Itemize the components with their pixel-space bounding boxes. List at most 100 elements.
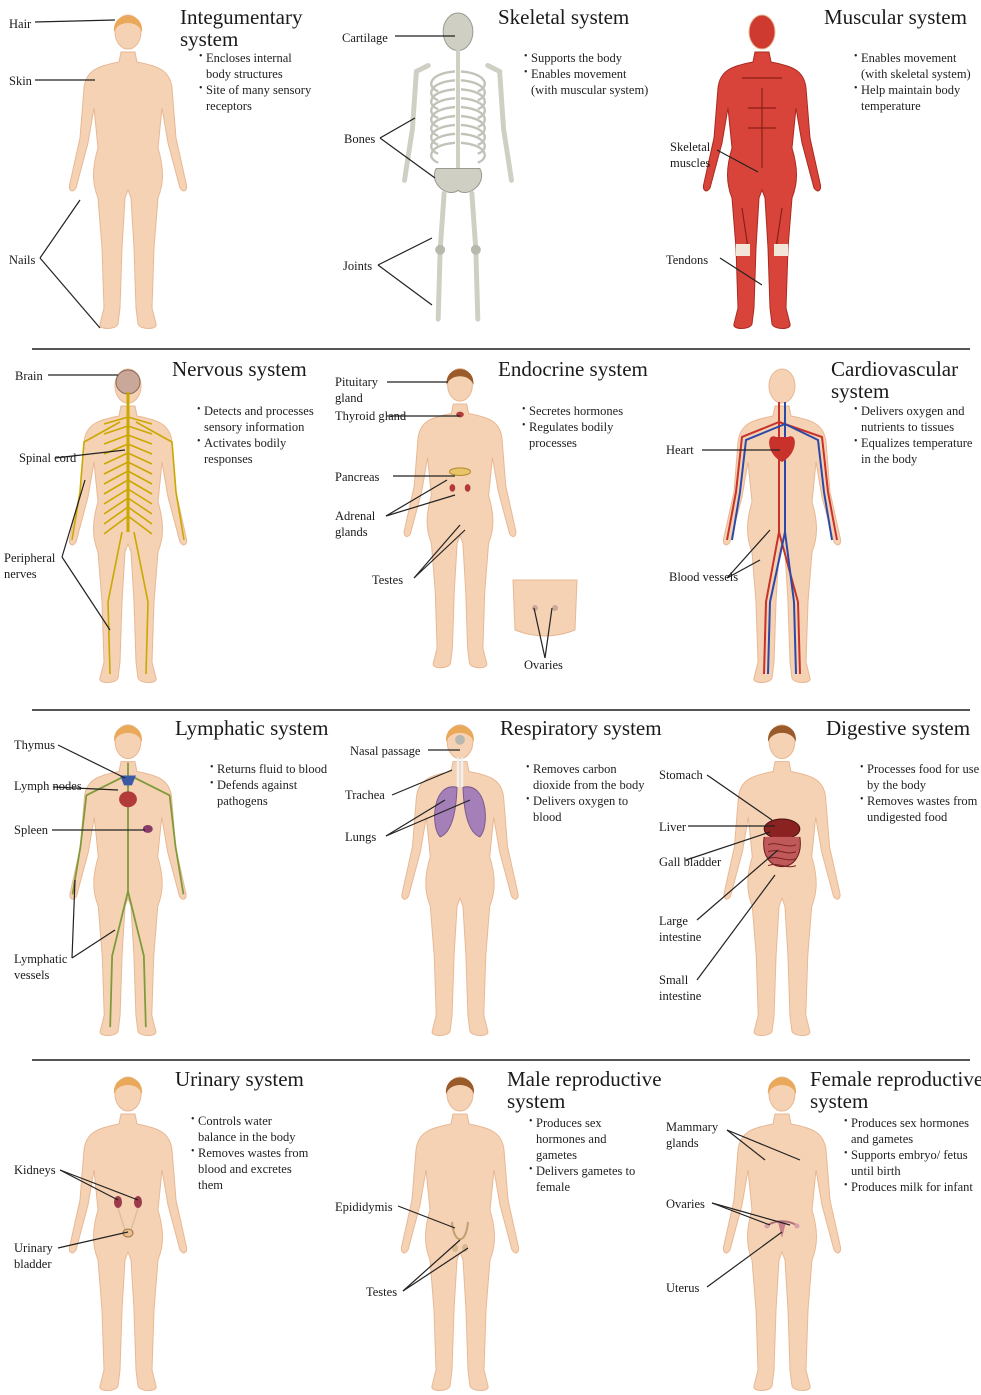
bullet-item: Removes wastes from blood and excretes t… [191, 1145, 311, 1193]
structure-label: Thymus [14, 737, 55, 753]
structure-label: Brain [15, 368, 43, 384]
bullet-item: Delivers oxygen to blood [526, 793, 646, 825]
structure-label: Urinary bladder [14, 1240, 86, 1272]
structure-label: Pancreas [335, 469, 379, 485]
structure-label: Spinal cord [19, 450, 91, 466]
panel-title: system [810, 1090, 868, 1112]
bullet-item: Delivers oxygen and nutrients to tissues [854, 403, 974, 435]
panel-bullets: Detects and processes sensory informatio… [197, 403, 317, 467]
panel-title: Endocrine system [498, 358, 648, 380]
panel-bullets: Encloses internal body structuresSite of… [199, 50, 319, 114]
structure-label: Trachea [345, 787, 385, 803]
panel-bullets: Controls water balance in the bodyRemove… [191, 1113, 311, 1193]
panel-bullets: Removes carbon dioxide from the bodyDeli… [526, 761, 646, 825]
structure-label: Ovaries [666, 1196, 705, 1212]
panel-title: Female reproductive [810, 1068, 981, 1090]
structure-label: Lymphatic vessels [14, 951, 86, 983]
bullet-item: Defends against pathogens [210, 777, 330, 809]
structure-label: Gall bladder [659, 854, 731, 870]
structure-label: Lungs [345, 829, 376, 845]
bullet-item: Produces sex hormones and gametes [529, 1115, 639, 1163]
structure-label: Kidneys [14, 1162, 56, 1178]
panel-title: system [831, 380, 889, 402]
bullet-item: Supports embryo/ fetus until birth [844, 1147, 974, 1179]
panel-title: Respiratory system [500, 717, 662, 739]
row-divider [32, 348, 970, 350]
panel-title: Digestive system [826, 717, 970, 739]
panel-title: Nervous system [172, 358, 307, 380]
bullet-item: Enables movement (with muscular system) [524, 66, 654, 98]
structure-label: Stomach [659, 767, 703, 783]
human-figure-icon [401, 1077, 518, 1391]
leader-line [58, 745, 125, 778]
structure-label: Liver [659, 819, 686, 835]
structure-label: Small intestine [659, 972, 731, 1004]
bullet-item: Returns fluid to blood [210, 761, 330, 777]
structure-label: Joints [343, 258, 372, 274]
human-figure-icon [402, 725, 518, 1036]
bullet-item: Equalizes temperature in the body [854, 435, 974, 467]
panel-bullets: Secretes hormonesRegulates bodily proces… [522, 403, 652, 451]
human-figure-icon [69, 369, 186, 683]
bullet-item: Removes carbon dioxide from the body [526, 761, 646, 793]
structure-label: Large intestine [659, 913, 731, 945]
structure-label: Adrenal glands [335, 508, 407, 540]
bullet-item: Activates bodily responses [197, 435, 317, 467]
structure-label: Testes [372, 572, 403, 588]
panel-bullets: Produces sex hormones and gametesDeliver… [529, 1115, 639, 1195]
structure-label: Mammary glands [666, 1119, 738, 1151]
structure-label: Nasal passage [350, 743, 420, 759]
human-figure-icon [69, 1077, 186, 1391]
leader-line [40, 200, 80, 258]
panel-title: Skeletal system [498, 6, 629, 28]
bullet-item: Produces sex hormones and gametes [844, 1115, 974, 1147]
structure-label: Tendons [666, 252, 708, 268]
panel-title: Urinary system [175, 1068, 304, 1090]
structure-label: Lymph nodes [14, 778, 86, 794]
panel-bullets: Supports the bodyEnables movement (with … [524, 50, 654, 98]
panel-title: Cardiovascular [831, 358, 958, 380]
bullet-item: Delivers gametes to female [529, 1163, 639, 1195]
structure-label: Spleen [14, 822, 48, 838]
panel-title: Muscular system [824, 6, 967, 28]
bullet-item: Removes wastes from undigested food [860, 793, 980, 825]
bullet-item: Detects and processes sensory informatio… [197, 403, 317, 435]
bullet-item: Encloses internal body structures [199, 50, 319, 82]
panel-title: Male reproductive [507, 1068, 662, 1090]
leader-line [378, 265, 432, 305]
human-figure-icon [723, 369, 840, 683]
structure-label: Peripheral nerves [4, 550, 64, 582]
row-divider [32, 1059, 970, 1061]
structure-label: Epididymis [335, 1199, 393, 1215]
human-figure-icon [69, 15, 186, 329]
bullet-item: Produces milk for infant [844, 1179, 974, 1195]
structure-label: Skin [9, 73, 32, 89]
leader-line [35, 20, 115, 22]
leader-line [378, 238, 432, 265]
human-figure-icon [703, 15, 820, 329]
structure-label: Blood vessels [669, 569, 741, 585]
human-figure-icon [404, 13, 511, 319]
leader-line [40, 258, 100, 328]
structure-label: Thyroid gland [335, 408, 407, 424]
panel-title: Lymphatic system [175, 717, 328, 739]
panel-bullets: Produces sex hormones and gametesSupport… [844, 1115, 974, 1195]
panel-bullets: Returns fluid to bloodDefends against pa… [210, 761, 330, 809]
human-figure-icon [70, 725, 186, 1036]
structure-label: Cartilage [342, 30, 388, 46]
human-figure-icon [724, 725, 840, 1036]
panel-bullets: Delivers oxygen and nutrients to tissues… [854, 403, 974, 467]
structure-label: Hair [9, 16, 31, 32]
structure-label: Skeletal muscles [670, 139, 742, 171]
bullet-item: Controls water balance in the body [191, 1113, 311, 1145]
panel-title: Integumentary [180, 6, 302, 28]
structure-label: Uterus [666, 1280, 699, 1296]
bullet-item: Secretes hormones [522, 403, 652, 419]
structure-label: Pituitary gland [335, 374, 407, 406]
human-figure-icon [723, 1077, 840, 1391]
panel-bullets: Processes food for use by the bodyRemove… [860, 761, 980, 825]
structure-label: Bones [344, 131, 375, 147]
row-divider [32, 709, 970, 711]
panel-title: system [180, 28, 238, 50]
